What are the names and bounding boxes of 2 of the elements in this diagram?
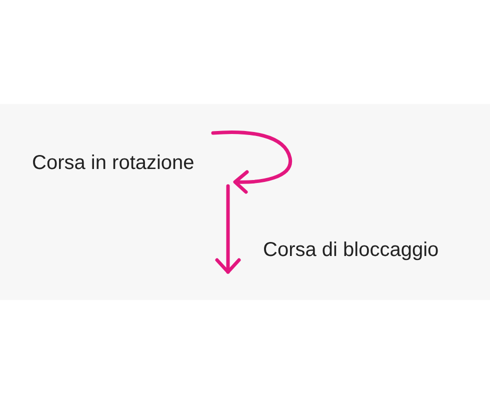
rotation-stroke-label: Corsa in rotazione: [32, 151, 194, 175]
locking-stroke-label: Corsa di bloccaggio: [263, 238, 439, 262]
